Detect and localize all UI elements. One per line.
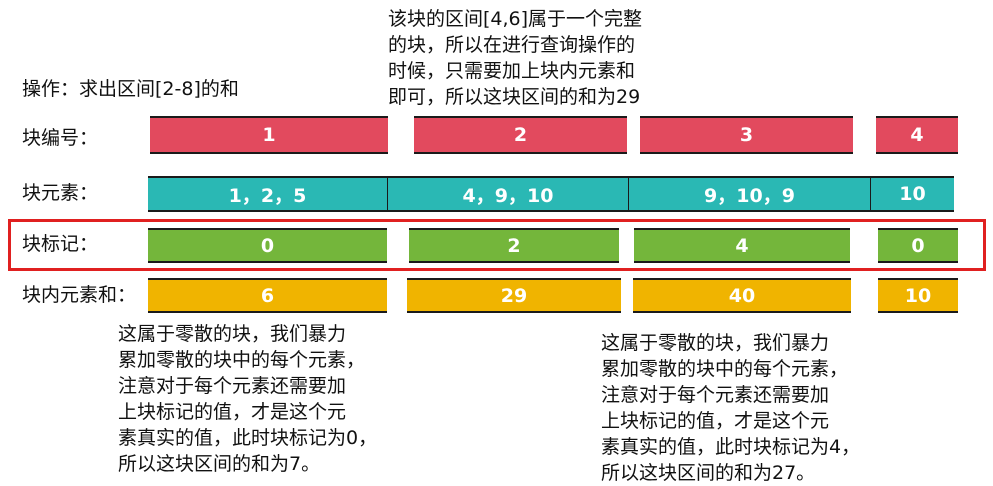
elements-bar xyxy=(148,176,954,212)
tag-block-3: 4 xyxy=(634,228,850,263)
tag-block-3-text: 4 xyxy=(735,234,749,257)
block-id-4: 4 xyxy=(876,116,958,154)
sum-block-1: 6 xyxy=(148,278,387,313)
sum-block-2-text: 29 xyxy=(500,284,528,307)
top-note-line-4: 即可，所以这块区间的和为29 xyxy=(388,86,641,108)
elements-block-3: 9，10，9 xyxy=(629,176,870,212)
right-note-line-1: 这属于零散的块，我们暴力 xyxy=(601,332,830,354)
elements-block-1-text: 1，2，5 xyxy=(228,184,307,207)
tag-block-2: 2 xyxy=(409,228,619,263)
elements-block-4-text: 10 xyxy=(899,183,926,205)
tag-block-1: 0 xyxy=(148,228,387,263)
sum-block-4: 10 xyxy=(878,278,958,313)
left-note-line-6: 所以这块区间的和为7。 xyxy=(118,453,321,475)
left-note-line-5: 素真实的值，此时块标记为0， xyxy=(118,427,378,449)
block-id-1: 1 xyxy=(150,116,388,154)
elements-separator-3 xyxy=(870,176,871,212)
left-note-line-2: 累加零散的块中的每个元素， xyxy=(118,349,366,371)
sum-block-3-text: 40 xyxy=(728,284,756,307)
block-id-2: 2 xyxy=(414,116,627,154)
elements-block-4: 10 xyxy=(871,176,954,212)
block-id-3: 3 xyxy=(640,116,853,154)
tag-block-2-text: 2 xyxy=(507,234,521,257)
right-note-line-5: 素真实的值，此时块标记为4， xyxy=(601,436,861,458)
elements-block-2: 4，9，10 xyxy=(388,176,628,212)
row-label-tag: 块标记： xyxy=(22,233,99,255)
tag-block-4-text: 0 xyxy=(911,234,925,257)
top-note: 该块的区间[4,6]属于一个完整 的块，所以在进行查询操作的 时候，只需要加上块… xyxy=(388,6,642,110)
right-note: 这属于零散的块，我们暴力 累加零散的块中的每个元素， 注意对于每个元素还需要加 … xyxy=(601,330,860,486)
right-note-line-2: 累加零散的块中的每个元素， xyxy=(601,358,849,380)
top-note-line-1: 该块的区间[4,6]属于一个完整 xyxy=(388,8,643,30)
left-note-line-1: 这属于零散的块，我们暴力 xyxy=(118,323,347,345)
top-note-line-2: 的块，所以在进行查询操作的 xyxy=(388,34,636,56)
left-note-line-4: 上块标记的值，才是这个元 xyxy=(118,401,347,423)
left-note-line-3: 注意对于每个元素还需要加 xyxy=(118,375,347,397)
elements-block-1: 1，2，5 xyxy=(148,176,387,212)
elements-separator-1 xyxy=(387,176,388,212)
block-id-2-text: 2 xyxy=(513,124,528,146)
left-note: 这属于零散的块，我们暴力 累加零散的块中的每个元素， 注意对于每个元素还需要加 … xyxy=(118,321,377,477)
row-label-block-id: 块编号： xyxy=(22,127,99,149)
right-note-line-3: 注意对于每个元素还需要加 xyxy=(601,384,830,406)
tag-block-1-text: 0 xyxy=(260,234,275,257)
elements-block-3-text: 9，10，9 xyxy=(704,184,795,207)
row-label-elements: 块元素： xyxy=(22,182,99,204)
sum-block-1-text: 6 xyxy=(260,284,275,307)
sum-block-3: 40 xyxy=(633,278,851,313)
operation-label: 操作：求出区间[2-8]的和 xyxy=(22,78,239,100)
right-note-line-4: 上块标记的值，才是这个元 xyxy=(601,410,830,432)
block-id-1-text: 1 xyxy=(262,124,276,146)
tag-row-highlight xyxy=(8,219,986,271)
sum-block-2: 29 xyxy=(407,278,621,313)
tag-block-4: 0 xyxy=(878,228,958,263)
row-label-sum: 块内元素和： xyxy=(22,284,137,306)
right-note-line-6: 所以这块区间的和为27。 xyxy=(601,462,816,484)
elements-separator-2 xyxy=(628,176,629,212)
top-note-line-3: 时候，只需要加上块内元素和 xyxy=(388,60,636,82)
block-id-3-text: 3 xyxy=(739,124,754,146)
block-id-4-text: 4 xyxy=(910,124,924,146)
elements-block-2-text: 4，9，10 xyxy=(462,184,554,207)
sum-block-4-text: 10 xyxy=(904,284,932,307)
